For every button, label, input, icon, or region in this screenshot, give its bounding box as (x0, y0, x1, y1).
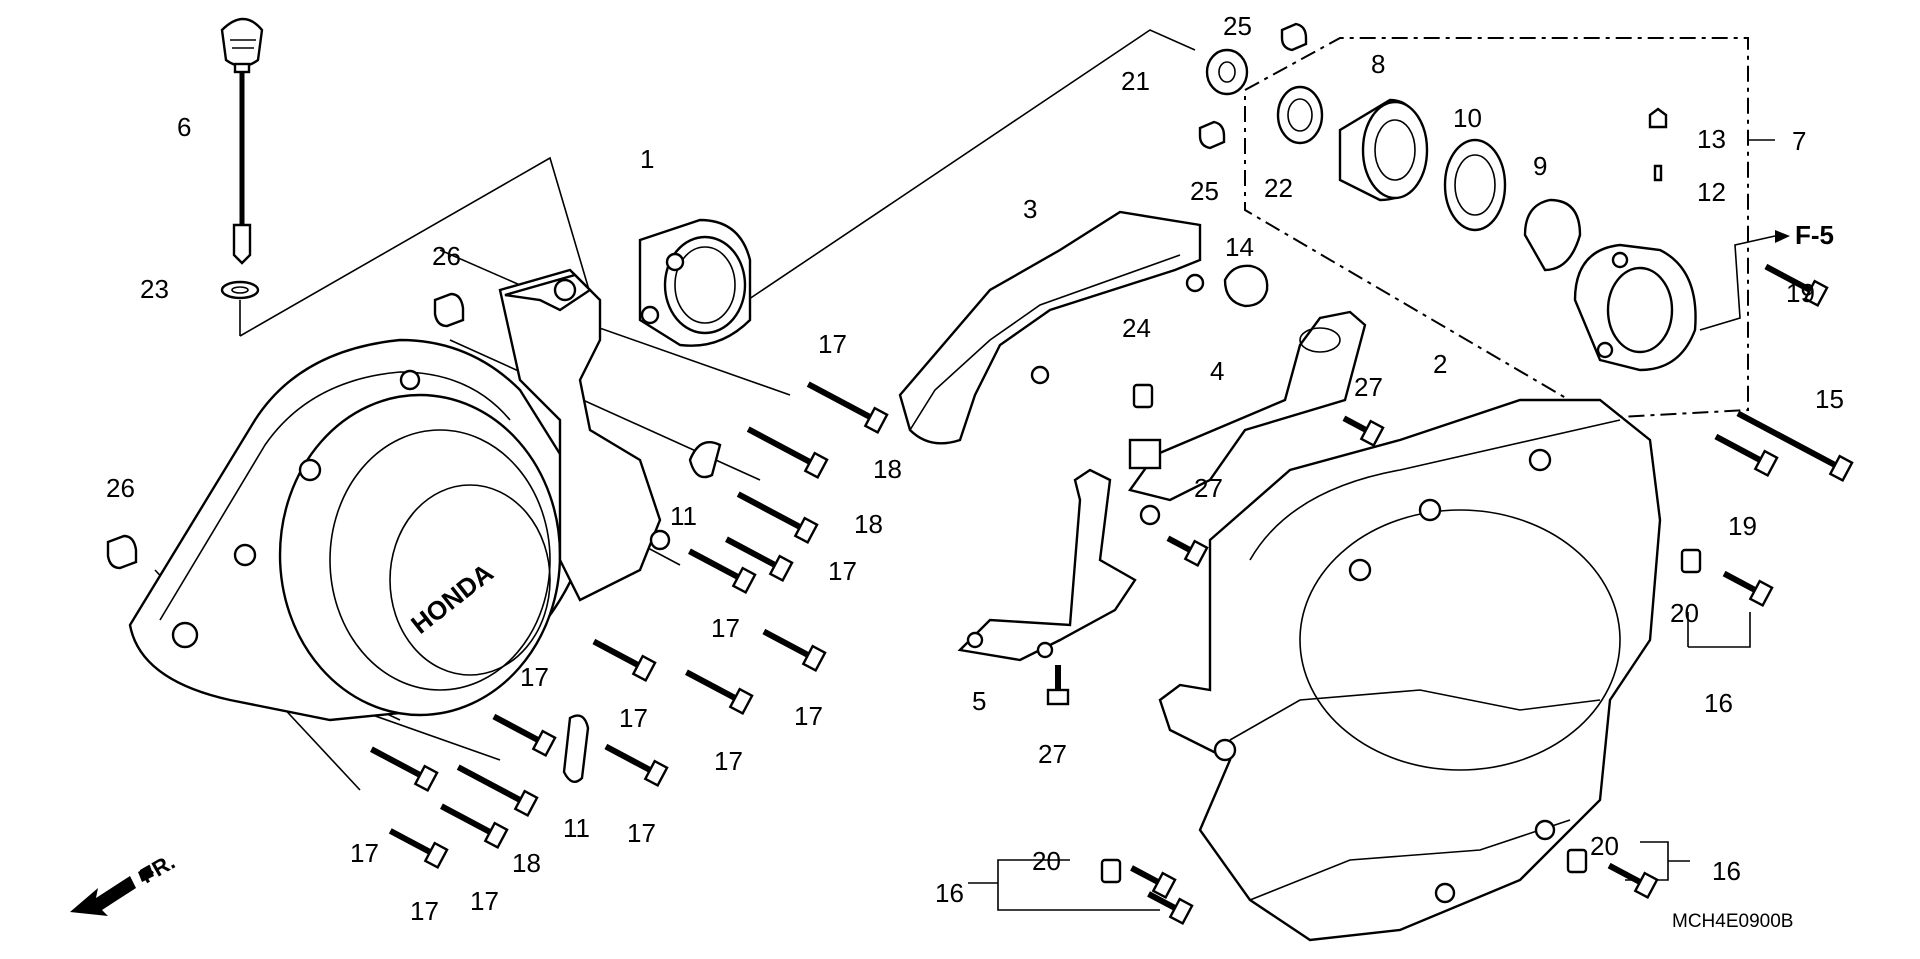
callout-label: 17 (520, 662, 549, 692)
callout-label: 15 (1815, 384, 1844, 414)
callout-label: 13 (1697, 124, 1726, 154)
callout-label: 17 (818, 329, 847, 359)
callout-label: 11 (670, 501, 697, 531)
callout-label: 6 (177, 112, 191, 142)
callout-label: 11 (563, 813, 590, 843)
callout-label: 17 (470, 886, 499, 916)
callout-label: 27 (1038, 739, 1067, 769)
grommet-14 (1223, 264, 1269, 308)
bracket-5 (957, 468, 1137, 662)
callout-label: 16 (1704, 688, 1733, 718)
callout-label: 18 (854, 509, 883, 539)
callout-label: 26 (432, 241, 461, 271)
dowel-pin (433, 292, 465, 328)
front-arrow-icon: FR. (70, 849, 179, 916)
callout-label: 21 (1121, 66, 1150, 96)
callout-label: 16 (1712, 856, 1741, 886)
callout-label: 5 (972, 686, 986, 716)
callout-label: 7 (1792, 126, 1806, 156)
dipstick (220, 17, 264, 265)
callout-label: 27 (1354, 372, 1383, 402)
callout-label: 25 (1223, 11, 1252, 41)
bearing-21 (1205, 48, 1249, 96)
callout-label: 9 (1533, 151, 1547, 181)
callout-label: 12 (1697, 177, 1726, 207)
callout-label: 8 (1371, 49, 1385, 79)
nut-20 (1680, 548, 1702, 574)
callout-label: 18 (873, 454, 902, 484)
callout-label: 1 (640, 144, 654, 174)
left-crankcase-cover: HONDA (128, 338, 582, 722)
nut-24 (1132, 383, 1154, 409)
assembly-7 (1276, 85, 1697, 372)
callout-label: 27 (1194, 473, 1223, 503)
callout-label: 25 (1190, 176, 1219, 206)
callout-label: 18 (512, 848, 541, 878)
bracket-4 (1127, 310, 1367, 502)
callout-label: 24 (1122, 313, 1151, 343)
callout-label: 23 (140, 274, 169, 304)
callout-label: 10 (1453, 103, 1482, 133)
callout-label: 20 (1670, 598, 1699, 628)
clip-11 (562, 714, 590, 784)
washer-23 (220, 280, 260, 300)
catalog-code: MCH4E0900B (1672, 911, 1793, 932)
callout-label: 26 (106, 473, 135, 503)
callout-label: 4 (1210, 356, 1224, 386)
dowel-pin (106, 534, 138, 570)
callout-label: 17 (828, 556, 857, 586)
callout-label: 17 (627, 818, 656, 848)
bolts (370, 263, 1854, 926)
collar-25 (1280, 22, 1308, 52)
callout-label: 22 (1264, 173, 1293, 203)
large-cover-2 (1158, 398, 1662, 942)
callout-label: 17 (619, 703, 648, 733)
callout-labels: 1 2 3 4 5 6 7 8 9 10 11 11 12 13 14 15 1… (106, 11, 1844, 926)
callout-label: 2 (1433, 349, 1447, 379)
nut-20 (1100, 858, 1122, 884)
callout-label: 20 (1032, 846, 1061, 876)
callout-label: 16 (935, 878, 964, 908)
upper-cover-3 (898, 210, 1202, 445)
front-label: FR. (136, 849, 179, 888)
callout-label: 17 (350, 838, 379, 868)
callout-label: 14 (1225, 232, 1254, 262)
housing-1 (498, 218, 752, 602)
collar-25 (1198, 120, 1226, 150)
callout-label: 17 (714, 746, 743, 776)
callout-label: 17 (711, 613, 740, 643)
callout-label: 20 (1590, 831, 1619, 861)
callout-label: 19 (1728, 511, 1757, 541)
clip-11 (688, 440, 722, 479)
nut-20 (1566, 848, 1588, 874)
callout-label: 17 (410, 896, 439, 926)
callout-label: 19 (1786, 278, 1815, 308)
callout-label: 17 (794, 701, 823, 731)
callout-label: 3 (1023, 194, 1037, 224)
reference-label: F-5 (1795, 220, 1834, 250)
